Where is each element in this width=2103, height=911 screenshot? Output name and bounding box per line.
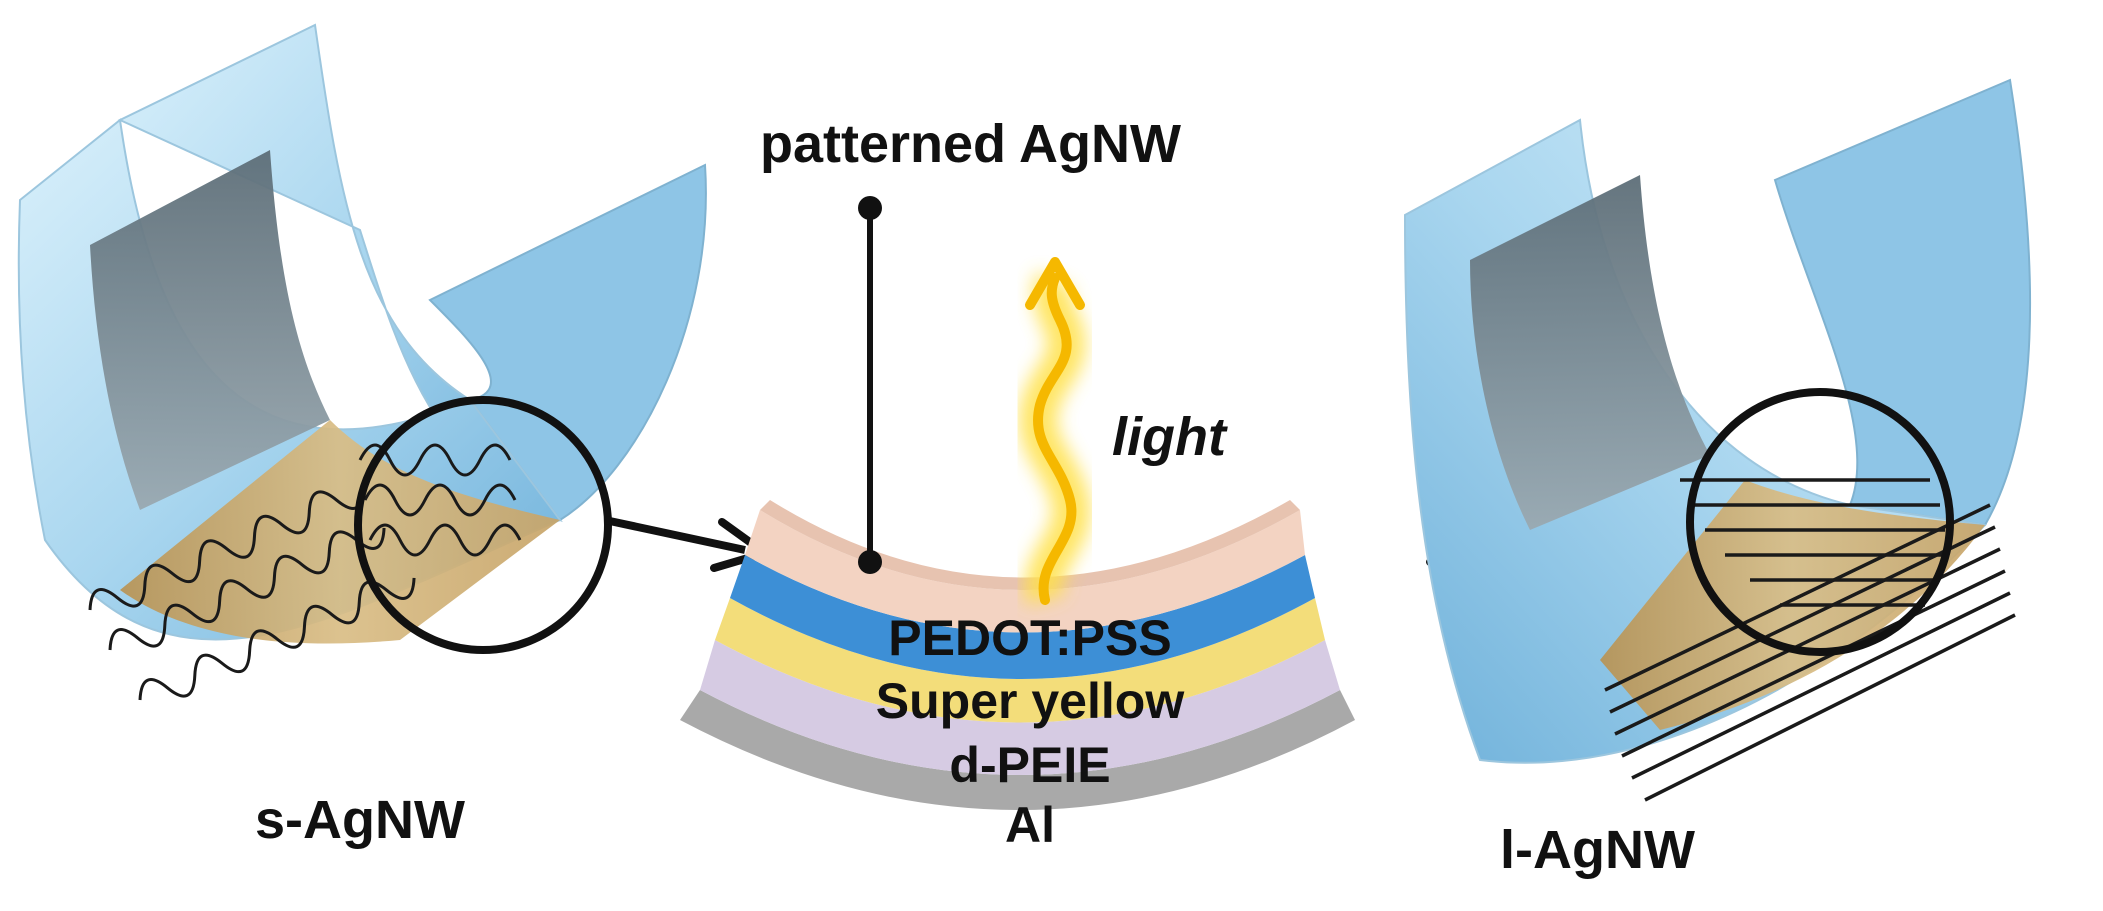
- right-curved-film: [1403, 78, 2032, 802]
- light-label: light: [1112, 407, 1228, 467]
- straight-nanowires: [1604, 478, 2016, 802]
- layer-d-peie: [700, 640, 1340, 775]
- patterned-agnw-label: patterned AgNW: [760, 114, 1181, 174]
- light-squiggle-arrow: [1033, 273, 1077, 605]
- left-magnifier-circle: [354, 396, 612, 654]
- layer-label-al: Al: [1005, 797, 1055, 853]
- right-electrode-strip: [1470, 175, 1710, 530]
- light-emission: [1019, 257, 1091, 605]
- left-curved-film: [17, 23, 707, 701]
- layer-super-yellow: [715, 598, 1325, 723]
- patterned-agnw-pointer: [858, 196, 882, 574]
- layer-label-super-yellow: Super yellow: [876, 673, 1185, 729]
- layer-label-pedot-pss: PEDOT:PSS: [888, 610, 1171, 666]
- device-stack: [680, 500, 1355, 810]
- right-magnifier-circle: [1686, 388, 1954, 656]
- right-film-right-flap: [1773, 78, 2032, 527]
- left-film-right-flap: [428, 163, 707, 522]
- left-electrode-strip: [90, 150, 330, 510]
- l-agnw-caption: l-AgNW: [1500, 820, 1695, 880]
- layer-al: [680, 690, 1355, 810]
- layer-label-d-peie: d-PEIE: [949, 737, 1110, 793]
- layer-pedot-pss: [730, 555, 1315, 679]
- s-agnw-caption: s-AgNW: [255, 790, 465, 850]
- serpentine-nanowires: [88, 443, 522, 701]
- left-arrow: [604, 516, 769, 572]
- layer-substrate: [745, 510, 1305, 633]
